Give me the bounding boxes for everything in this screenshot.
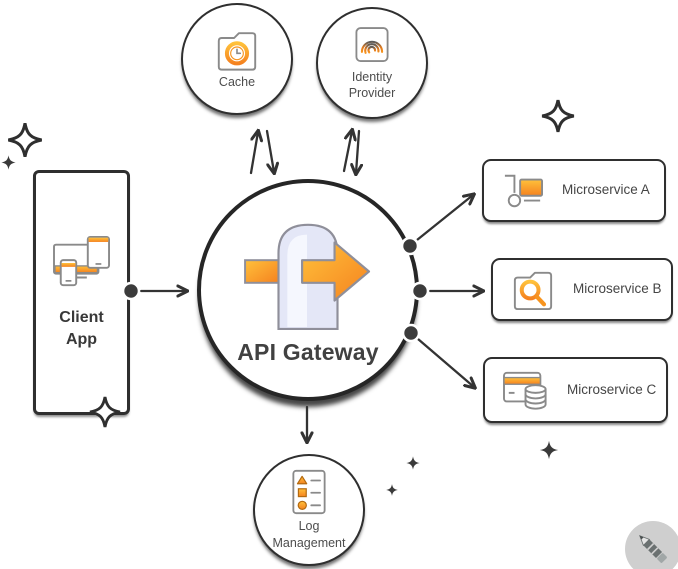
sparkle-decoration <box>406 456 420 470</box>
microservice-b-label: Microservice B <box>573 281 662 297</box>
client-app-label: Client App <box>59 308 104 348</box>
cache-label: Cache <box>218 74 256 89</box>
identity-provider-label: Identity Provider <box>348 69 396 100</box>
microservice-a-label: Microservice A <box>562 182 650 198</box>
sparkle-decoration <box>1 155 16 170</box>
microservice-a-card: Microservice A <box>482 159 666 222</box>
log-management-node: Log Management <box>253 454 365 566</box>
arrow-gateway-to-cache <box>249 132 258 175</box>
arrow-gateway-to-microservice-c <box>416 337 474 387</box>
folder-search-icon <box>513 271 553 310</box>
devices-icon <box>52 235 110 287</box>
cache-node: Cache <box>181 3 293 115</box>
service-node-icon <box>504 174 543 207</box>
arrow-identity-to-gateway <box>356 129 359 173</box>
api-gateway-node: API Gateway <box>197 179 419 401</box>
arrow-gateway-to-identity <box>342 131 352 173</box>
api-gateway-label: API Gateway <box>237 339 379 366</box>
log-list-icon <box>292 470 326 515</box>
microservice-b-card: Microservice B <box>491 258 673 321</box>
client-app-node: Client App <box>33 170 130 415</box>
sparkle-decoration <box>386 484 398 496</box>
arrow-cache-to-gateway <box>265 129 274 172</box>
microservice-c-label: Microservice C <box>567 381 657 397</box>
sparkle-decoration <box>539 440 559 460</box>
log-management-label: Log Management <box>272 519 346 550</box>
sparkle-decoration <box>8 123 42 157</box>
pencil-icon <box>639 535 667 563</box>
microservice-c-card: Microservice C <box>483 357 668 423</box>
sparkle-decoration <box>541 99 575 133</box>
identity-provider-node: Identity Provider <box>316 7 428 119</box>
gateway-arrow-icon <box>244 223 371 331</box>
sparkle-decoration <box>89 396 121 428</box>
card-database-icon <box>503 371 547 410</box>
arrow-gateway-to-microservice-a <box>415 195 473 242</box>
folder-clock-icon <box>217 32 257 71</box>
pencil-badge <box>625 521 678 569</box>
fingerprint-icon <box>355 26 389 62</box>
